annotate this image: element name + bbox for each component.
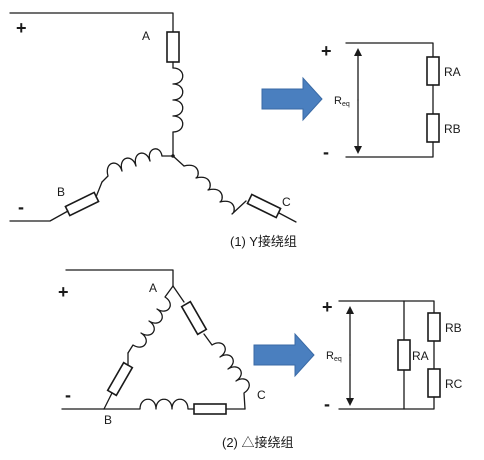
- delta-plus-sign: +: [58, 282, 69, 302]
- delta-minus-sign: -: [65, 385, 71, 405]
- delta-eq-resistor-rb: [427, 312, 441, 342]
- wye-coil-a: [172, 67, 184, 133]
- delta-eq-rb-label: RB: [445, 321, 462, 335]
- wye-resistor-a: [166, 31, 180, 63]
- delta-resistor-ab: [106, 361, 134, 397]
- transform-arrow-1: [261, 76, 323, 122]
- wye-circuit: + - A B C (1) Y接绕组: [9, 12, 297, 249]
- wye-caption: (1) Y接绕组: [230, 234, 297, 249]
- delta-eq-plus-sign: +: [322, 297, 333, 317]
- wye-minus-sign: -: [18, 197, 24, 217]
- delta-coil-bc: [103, 398, 195, 410]
- wye-minus-lead: [95, 181, 103, 198]
- wye-node-c-label: C: [282, 195, 291, 209]
- delta-equivalent-circuit: + - Req RA RB RC: [322, 297, 463, 414]
- delta-plus-lead: [65, 269, 174, 287]
- delta-eq-req-label: Req: [326, 350, 342, 363]
- delta-coil-ac: [203, 333, 250, 410]
- wye-eq-ra-label: RA: [444, 65, 461, 79]
- delta-eq-ra-label: RA: [412, 349, 429, 363]
- wye-plus-sign: +: [16, 18, 27, 38]
- wye-coil-b: [101, 148, 163, 183]
- delta-coil-ab: [127, 285, 174, 354]
- delta-resistor-ac: [180, 300, 208, 336]
- wye-eq-resistor-ra: [426, 56, 440, 86]
- wye-eq-req-label: Req: [334, 95, 350, 108]
- delta-resistor-bc: [193, 403, 227, 415]
- delta-circuit: + - A B C (2) △接绕组: [58, 269, 294, 450]
- wye-minus-lead-tail: [9, 210, 69, 222]
- wye-coil-c: [183, 164, 247, 215]
- delta-node-b-label: B: [104, 413, 112, 427]
- wye-wire-c-end: [278, 212, 297, 223]
- wye-plus-lead: [9, 12, 174, 33]
- delta-eq-top-wire: [338, 300, 435, 314]
- wye-wire-c-center: [172, 155, 185, 167]
- delta-wire-ac-a: [172, 285, 185, 303]
- delta-node-c-label: C: [257, 388, 266, 402]
- wye-eq-top-wire: [345, 42, 434, 58]
- delta-eq-resistor-rc: [427, 368, 441, 398]
- delta-wire-ab-b: [103, 392, 113, 410]
- delta-node-a-label: A: [149, 281, 157, 295]
- delta-eq-minus-sign: -: [324, 394, 330, 414]
- wye-eq-rb-label: RB: [444, 122, 461, 136]
- wye-eq-minus-sign: -: [323, 142, 329, 162]
- delta-eq-rc-label: RC: [445, 377, 463, 391]
- wye-resistor-c: [246, 193, 282, 219]
- wye-node-b-label: B: [57, 185, 65, 199]
- delta-caption: (2) △接绕组: [222, 435, 294, 450]
- wye-eq-resistor-rb: [426, 113, 440, 143]
- wye-equivalent-circuit: + - Req RA RB: [321, 41, 461, 162]
- wye-node-a-label: A: [142, 29, 150, 43]
- delta-eq-bottom-wire: [338, 396, 435, 410]
- delta-eq-resistor-ra: [397, 339, 411, 371]
- wye-eq-bottom-wire: [345, 141, 434, 158]
- transform-arrow-2: [253, 332, 315, 378]
- wye-resistor-b: [64, 191, 100, 217]
- wye-eq-plus-sign: +: [321, 41, 332, 61]
